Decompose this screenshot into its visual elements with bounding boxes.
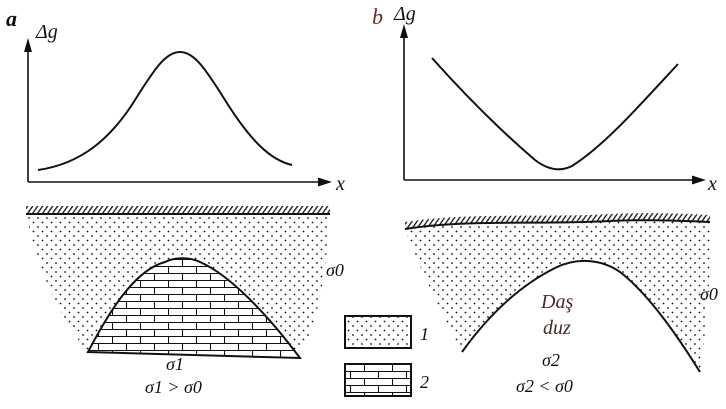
panel-a: a Δg x σ0 σ1 σ1 > σ0	[6, 6, 345, 397]
panel-a-label: a	[6, 6, 17, 31]
legend-swatch-1	[345, 316, 411, 348]
panel-a-x-axis-arrow	[318, 178, 332, 187]
panel-a-layer-density-label: σ0	[326, 260, 344, 280]
panel-a-body-density-label: σ1	[166, 354, 184, 374]
panel-b-x-axis-label: x	[707, 173, 717, 195]
panel-b-layer-density-label: σ0	[700, 284, 718, 304]
panel-b-body-density-label: σ2	[542, 350, 560, 370]
panel-b-y-axis-label: Δg	[393, 3, 416, 25]
panel-b-y-axis-arrow	[400, 24, 408, 38]
panel-a-relation-label: σ1 > σ0	[145, 377, 202, 397]
panel-b-relation-label: σ2 < σ0	[516, 376, 573, 396]
panel-b-salt-name-line2: duz	[543, 317, 571, 339]
legend: 1 2	[345, 316, 429, 396]
panel-a-ground-hatch	[26, 206, 330, 214]
panel-a-y-axis-label: Δg	[35, 21, 58, 43]
panel-a-anomaly-curve	[38, 52, 292, 170]
panel-a-x-axis-label: x	[335, 173, 345, 195]
legend-number-2: 2	[420, 372, 429, 392]
panel-b-salt-name-line1: Daş	[540, 291, 573, 313]
panel-b-anomaly-curve	[432, 58, 678, 169]
panel-b-label: b	[372, 4, 383, 29]
panel-a-y-axis-arrow	[24, 38, 32, 52]
legend-number-1: 1	[420, 324, 429, 344]
legend-swatch-2	[345, 364, 411, 396]
panel-b-x-axis-arrow	[692, 176, 706, 185]
